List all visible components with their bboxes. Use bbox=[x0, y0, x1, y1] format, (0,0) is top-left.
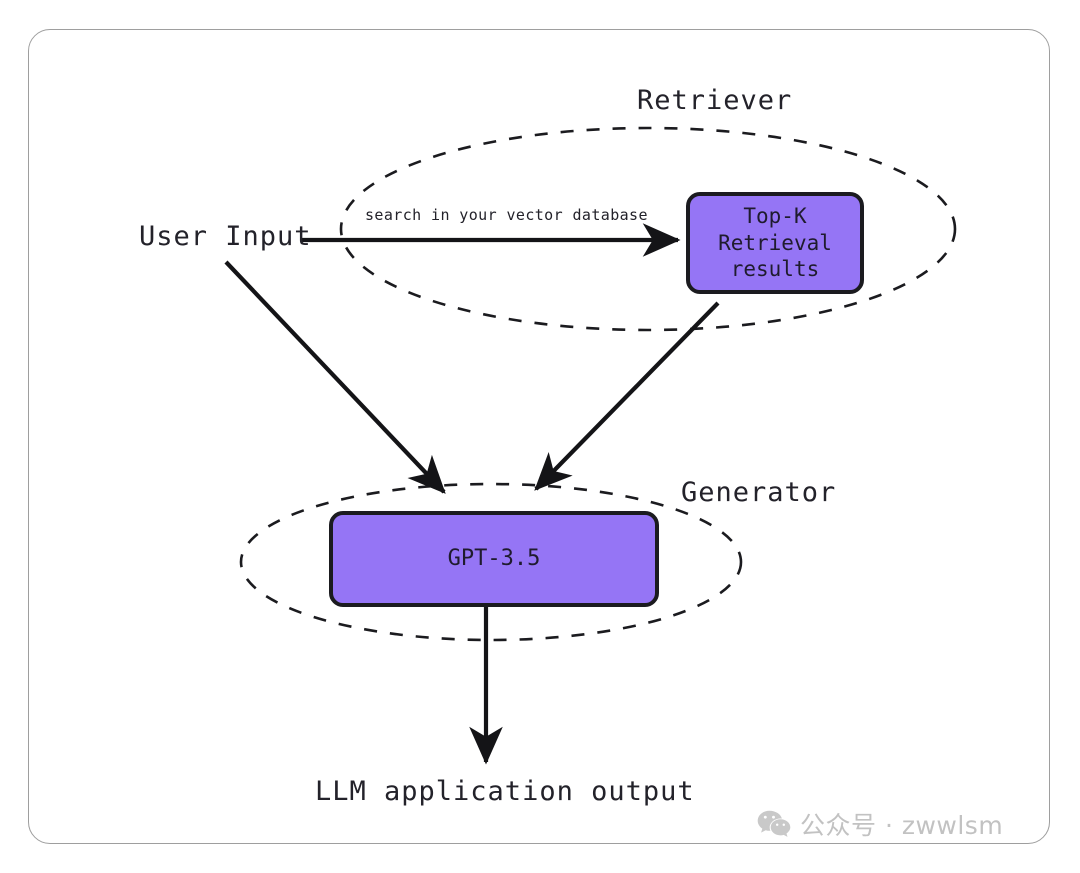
wechat-icon bbox=[757, 810, 791, 837]
watermark-text: 公众号 · zwwlsm bbox=[800, 811, 1004, 840]
label-llm-application-output: LLM application output bbox=[315, 776, 695, 807]
label-user-input: User Input bbox=[139, 221, 312, 252]
edge-topk-to-gpt bbox=[534, 301, 720, 491]
watermark: 公众号 · zwwlsm bbox=[757, 806, 1003, 842]
label-edge-search-vector-database: search in your vector database bbox=[365, 206, 648, 224]
node-gpt-3-5[interactable]: GPT-3.5 bbox=[329, 511, 659, 607]
card-frame bbox=[28, 29, 1050, 844]
edge-user-input-to-gpt bbox=[224, 260, 446, 494]
node-topk-retrieval-results[interactable]: Top-K Retrieval results bbox=[686, 192, 864, 294]
generator-group-ellipse bbox=[239, 482, 743, 642]
label-generator-group: Generator bbox=[681, 477, 837, 508]
label-retriever-group: Retriever bbox=[637, 85, 793, 116]
retriever-group-ellipse bbox=[339, 126, 957, 332]
